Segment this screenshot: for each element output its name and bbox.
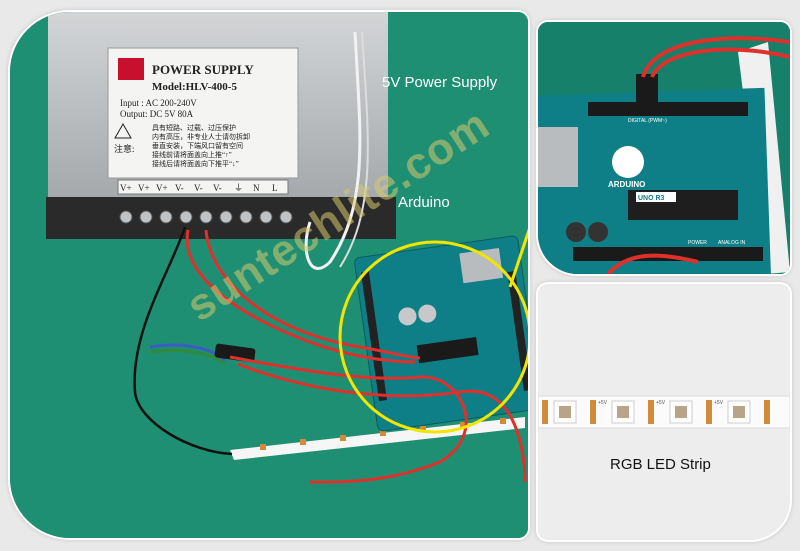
analog-header [573, 247, 763, 261]
callout-line [508, 228, 528, 288]
terminal-label: L [272, 183, 278, 193]
ps-warn-line: 内有高压，非专业人士请勿拆卸 [152, 132, 250, 141]
terminal-label: ⏚ [234, 183, 243, 193]
terminal-label: V- [213, 183, 222, 193]
analog-header-label: ANALOG IN [718, 240, 746, 246]
led-strip-label: RGB LED Strip [610, 456, 711, 473]
power-wire-red [229, 355, 468, 484]
terminal-label: V- [194, 183, 203, 193]
jumper-wire-red [650, 47, 790, 78]
led-strip-main [230, 417, 525, 460]
terminal-screws [119, 210, 293, 224]
ac-wire [339, 31, 369, 268]
ps-warn-line: 接线后请将面盖向下推平“↓” [152, 159, 239, 168]
ps-output: Output: DC 5V 80A [120, 109, 194, 119]
dupont-connector [214, 343, 256, 363]
ps-warn-line: 垂直安装，下端风口留有空间 [152, 141, 243, 150]
arduino-zoom-panel: ARDUINO UNO R3 DIGITAL (PWM~) POWER ANAL… [538, 22, 790, 274]
ps-warn-heading: 注意: [114, 143, 135, 154]
arduino-board [354, 235, 528, 432]
led-strip-zoom-panel: +5V +5V +5V RGB LED Strip [538, 284, 790, 540]
digital-header [588, 102, 748, 116]
power-wire-red [606, 253, 699, 274]
jumper-wire-red [641, 36, 790, 78]
power-supply-label: 5V Power Supply [382, 74, 498, 91]
ps-warn-line: 具有短路、过载、过压保护 [152, 123, 236, 132]
ps-model: Model:HLV-400-5 [152, 81, 237, 93]
data-wire-black [133, 226, 233, 456]
led-strip-marking: +5V [714, 400, 724, 406]
ps-input: Input : AC 200-240V [120, 98, 197, 108]
ps-warn-line: 接线前请将面盖向上推“↑” [152, 150, 232, 159]
power-wire-red [237, 362, 527, 483]
terminal-label: V- [175, 183, 184, 193]
usb-port [538, 127, 578, 187]
arduino-zoom-scene: ARDUINO UNO R3 DIGITAL (PWM~) POWER ANAL… [538, 22, 790, 274]
led-strip-zoom-scene: +5V +5V +5V [538, 284, 790, 540]
arduino-logo [612, 146, 644, 178]
ps-title: POWER SUPPLY [152, 62, 254, 77]
terminal-label: N [253, 183, 260, 193]
arduino-model: UNO R3 [638, 195, 665, 202]
jumper-connector [636, 74, 658, 106]
main-photo-scene: POWER SUPPLY Model:HLV-400-5 Input : AC … [10, 12, 528, 538]
terminal-label: V+ [138, 183, 150, 193]
warning-triangle-icon [114, 122, 132, 139]
ac-wire [304, 31, 362, 270]
arduino-brand: ARDUINO [608, 180, 645, 189]
terminal-label: V+ [156, 183, 168, 193]
power-header-label: POWER [688, 240, 707, 246]
main-photo-panel: POWER SUPPLY Model:HLV-400-5 Input : AC … [10, 12, 528, 538]
terminal-label: V+ [120, 183, 132, 193]
power-wire-red [185, 229, 416, 364]
led-strip-marking: +5V [656, 400, 666, 406]
data-wire-green [149, 349, 226, 366]
arduino-label: Arduino [398, 194, 450, 211]
led-strip-marking: +5V [598, 400, 608, 406]
brand-logo [118, 58, 144, 80]
arduino-callout-circle [338, 240, 528, 434]
digital-header-label: DIGITAL (PWM~) [628, 118, 667, 124]
power-wire-red [204, 229, 421, 360]
